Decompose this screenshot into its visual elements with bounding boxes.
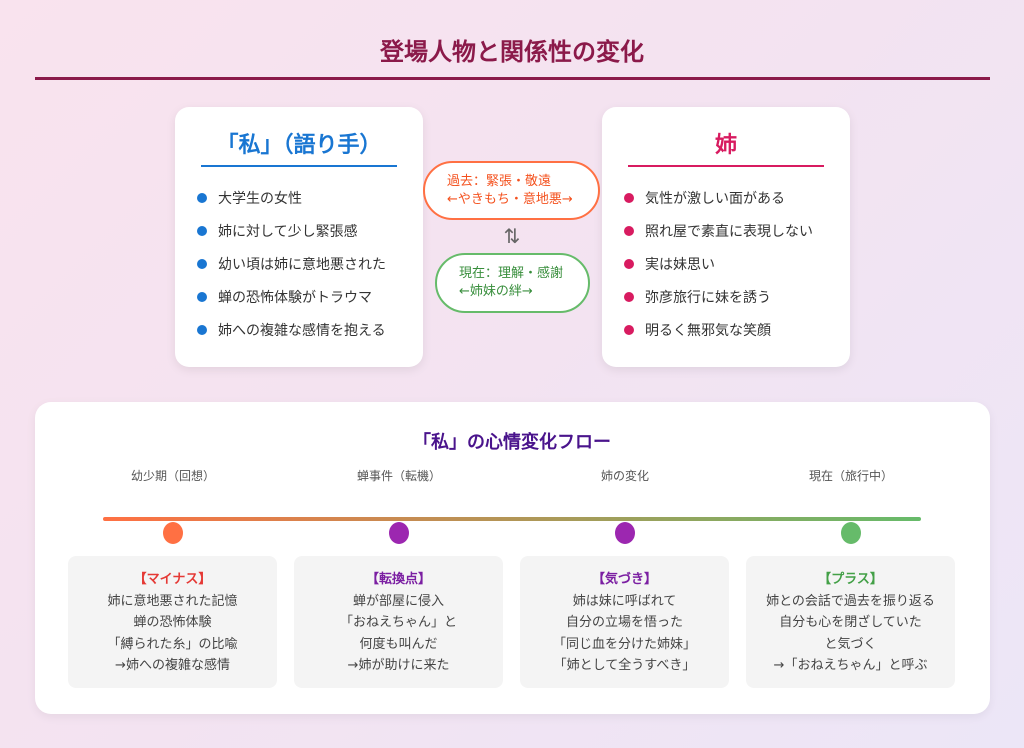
- sister-trait-text: 実は妹思い: [645, 256, 715, 273]
- sister-heading: 姉: [628, 127, 824, 167]
- flow-title: 「私」の心情変化フロー: [413, 432, 611, 453]
- stage-box-heading: 【プラス】: [818, 572, 883, 587]
- stage-node: [163, 522, 183, 544]
- stage-node: [615, 522, 635, 544]
- stage-box-line: 蝉の恐怖体験: [133, 615, 212, 630]
- stage-box-heading: 【転換点】: [365, 572, 431, 587]
- narrator-trait-text: 大学生の女性: [218, 190, 302, 207]
- bullet-icon: [624, 258, 634, 269]
- stage-box-heading: 【気づき】: [591, 572, 657, 587]
- swap-arrows-icon: ⇅: [503, 224, 521, 248]
- sister-trait: 明るく無邪気な笑顔: [624, 313, 828, 346]
- narrator-card: 「私」（語り手） 大学生の女性姉に対して少し緊張感幼い頃は姉に意地悪された蝉の恐…: [175, 107, 423, 367]
- sister-trait-text: 気性が激しい面がある: [645, 190, 785, 207]
- present-relation-pill: 現在：理解・感謝 ←姉妹の絆→: [435, 253, 590, 313]
- stage-node: [389, 522, 409, 544]
- narrator-trait: 姉に対して少し緊張感: [197, 214, 401, 247]
- stage-label: 現在（旅行中）: [808, 469, 893, 483]
- stage-box-line: 蝉が部屋に侵入: [352, 593, 444, 609]
- stage-box-heading: 【マイナス】: [133, 572, 212, 587]
- past-line-1: 過去：緊張・敬遠: [447, 173, 552, 189]
- bullet-icon: [197, 324, 207, 335]
- narrator-heading: 「私」（語り手）: [201, 127, 397, 167]
- stage-box-line: 「おねえちゃん」と: [339, 615, 457, 630]
- narrator-trait-text: 姉に対して少し緊張感: [218, 223, 358, 240]
- stage-box-line: 姉は妹に呼ばれて: [572, 593, 677, 609]
- bullet-icon: [197, 225, 207, 236]
- title-divider: [35, 77, 990, 80]
- sister-trait: 気性が激しい面がある: [624, 181, 828, 214]
- stage-box: 【プラス】姉との会話で過去を振り返る自分も心を閉ざしていたと気づく →「おねえちゃ…: [746, 556, 955, 688]
- narrator-trait: 蝉の恐怖体験がトラウマ: [197, 280, 401, 313]
- sister-trait-text: 照れ屋で素直に表現しない: [645, 223, 813, 240]
- sister-trait: 実は妹思い: [624, 247, 828, 280]
- stage-box-line: →姉が助けに来た: [347, 658, 450, 673]
- narrator-trait-text: 姉への複雑な感情を抱える: [218, 322, 386, 339]
- stage-box-line: 何度も叫んだ: [359, 636, 438, 652]
- bullet-icon: [197, 291, 207, 302]
- stage-box-line: 「同じ血を分けた姉妹」: [552, 636, 696, 652]
- narrator-trait-text: 蝉の恐怖体験がトラウマ: [218, 289, 372, 306]
- bullet-icon: [624, 225, 634, 236]
- stage-box: 【気づき】姉は妹に呼ばれて自分の立場を悟った「同じ血を分けた姉妹」「姉として全う…: [520, 556, 729, 688]
- sister-trait-text: 弥彦旅行に妹を誘う: [645, 289, 771, 306]
- sister-trait: 照れ屋で素直に表現しない: [624, 214, 828, 247]
- sister-traits: 気性が激しい面がある照れ屋で素直に表現しない実は妹思い弥彦旅行に妹を誘う明るく無…: [624, 181, 828, 346]
- stage-box: 【転換点】蝉が部屋に侵入「おねえちゃん」と何度も叫んだ →姉が助けに来た: [294, 556, 503, 688]
- stage-box-line: と気づく: [824, 636, 877, 652]
- stage-box-line: 姉との会話で過去を振り返る: [766, 593, 935, 609]
- stage-box-line: 姉に意地悪された記憶: [107, 593, 238, 609]
- stage-box: 【マイナス】姉に意地悪された記憶蝉の恐怖体験「縛られた糸」の比喩 →姉への複雑な感…: [68, 556, 277, 688]
- stage-box-line: →「おねえちゃん」と呼ぶ: [773, 658, 928, 673]
- present-line-1: 現在：理解・感謝: [459, 266, 564, 281]
- narrator-trait: 幼い頃は姉に意地悪された: [197, 247, 401, 280]
- stage-box-line: 「姉として全うすべき」: [553, 658, 696, 673]
- bullet-icon: [197, 192, 207, 203]
- stage-box-line: 自分の立場を悟った: [565, 615, 683, 630]
- stage-box-line: 「縛られた糸」の比喩: [107, 636, 238, 652]
- stage-label: 幼少期（回想）: [130, 469, 215, 483]
- sister-trait-text: 明るく無邪気な笑顔: [645, 322, 771, 339]
- stage-box-line: →姉への複雑な感情: [115, 658, 230, 673]
- narrator-trait: 大学生の女性: [197, 181, 401, 214]
- stage-node: [841, 522, 861, 544]
- page-title: 登場人物と関係性の変化: [380, 38, 644, 66]
- present-line-2: ←姉妹の絆→: [459, 284, 533, 299]
- bullet-icon: [624, 324, 634, 335]
- bullet-icon: [624, 291, 634, 302]
- past-relation-pill: 過去：緊張・敬遠 ←やきもち・意地悪→: [423, 161, 600, 220]
- sister-trait: 弥彦旅行に妹を誘う: [624, 280, 828, 313]
- stage-label: 姉の変化: [600, 469, 649, 483]
- stage-box-line: 自分も心を閉ざしていた: [779, 615, 922, 630]
- narrator-traits: 大学生の女性姉に対して少し緊張感幼い頃は姉に意地悪された蝉の恐怖体験がトラウマ姉…: [197, 181, 401, 346]
- past-line-2: ←やきもち・意地悪→: [447, 191, 573, 207]
- narrator-trait-text: 幼い頃は姉に意地悪された: [218, 256, 386, 273]
- stage-label: 蝉事件（転機）: [356, 469, 441, 483]
- sister-card: 姉 気性が激しい面がある照れ屋で素直に表現しない実は妹思い弥彦旅行に妹を誘う明る…: [602, 107, 850, 367]
- bullet-icon: [197, 258, 207, 269]
- timeline-line: [103, 517, 921, 521]
- bullet-icon: [624, 192, 634, 203]
- narrator-trait: 姉への複雑な感情を抱える: [197, 313, 401, 346]
